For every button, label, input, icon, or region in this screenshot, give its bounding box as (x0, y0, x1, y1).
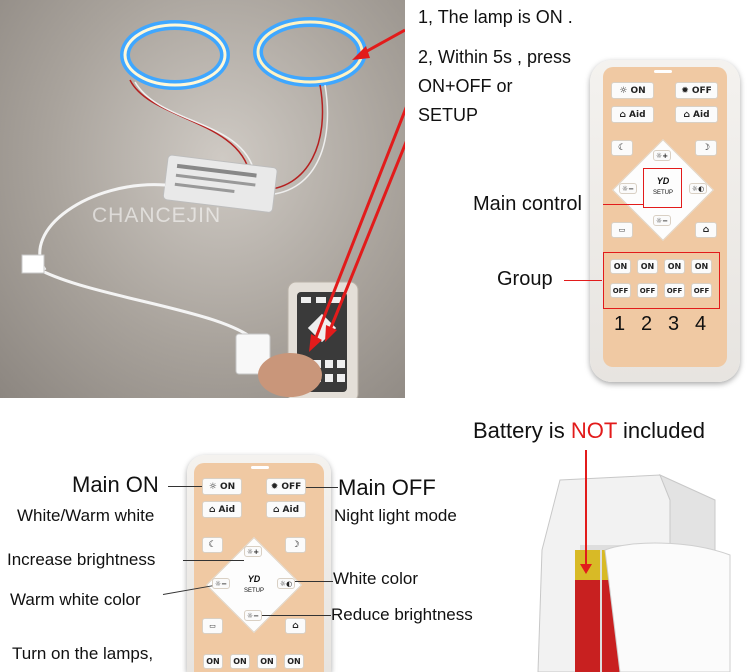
white-warm-button[interactable]: ☾ (611, 140, 633, 156)
top-aid-button-2[interactable]: ⌂ Aid (675, 106, 718, 123)
mode-button[interactable]: ▭ (611, 222, 633, 238)
increase-pointer (183, 560, 244, 561)
main-on-pointer (168, 486, 202, 487)
watermark: CHANCEJIN (92, 204, 222, 227)
aid-label: Aid (693, 109, 710, 120)
bottom-warm-white-button[interactable]: ☼− (212, 578, 230, 589)
bottom-white-color-button[interactable]: ☼◐ (277, 578, 295, 589)
white-color-label: White color (333, 569, 419, 588)
main-on-label: Main ON (72, 472, 159, 497)
bottom-group-4-on[interactable]: ON (284, 654, 304, 669)
setup-label: SETUP (652, 190, 673, 196)
group-number-3: 3 (668, 313, 680, 335)
turn-on-lamps-label: Turn on the lamps, (12, 644, 154, 663)
main-control-highlight (643, 168, 682, 208)
main-control-pointer (603, 204, 643, 205)
reduce-brightness-button[interactable]: ☼− (653, 215, 671, 226)
bottom-indicator-slot (251, 466, 269, 469)
white-color-button[interactable]: ☼◐ (689, 183, 707, 194)
scene-button[interactable]: ⌂ (695, 222, 717, 238)
bottom-group-2-on[interactable]: ON (230, 654, 250, 669)
aid-label: Aid (629, 109, 646, 120)
bottom-group-1-on[interactable]: ON (203, 654, 223, 669)
bottom-on-button[interactable]: ☼ ON (202, 478, 242, 495)
led-driver-box (162, 154, 278, 213)
main-off-pointer (306, 487, 338, 488)
indicator-slot (654, 70, 672, 73)
step-2-text-line2: ON+OFF or (418, 76, 513, 96)
night-light-button[interactable]: ☽ (695, 140, 717, 156)
step-2-text-line3: SETUP (418, 105, 479, 125)
group-4-on-button[interactable]: ON (691, 259, 712, 274)
yd-logo: YD (656, 176, 670, 186)
switch (235, 333, 271, 375)
step-1-text: 1, The lamp is ON . (418, 7, 573, 27)
group-highlight (603, 252, 720, 309)
aid-label: Aid (218, 504, 236, 515)
bottom-mode-button[interactable]: ▭ (202, 618, 223, 634)
group-2-on-button[interactable]: ON (637, 259, 658, 274)
bottom-off-button[interactable]: ✹ OFF (266, 478, 306, 495)
group-label: Group (497, 268, 553, 290)
increase-brightness-label: Increase brightness (7, 550, 156, 569)
bottom-aid-button-2[interactable]: ⌂ Aid (266, 501, 306, 518)
main-control-label: Main control (473, 193, 582, 215)
step-2-text-line1: 2, Within 5s , press (418, 47, 572, 67)
bottom-scene-button[interactable]: ⌂ (285, 618, 306, 634)
group-3-on-button[interactable]: ON (664, 259, 685, 274)
white-warm-label: White/Warm white (17, 506, 155, 525)
battery-suffix: included (616, 418, 705, 443)
bottom-white-warm-button[interactable]: ☾ (202, 537, 223, 553)
group-3-off-button[interactable]: OFF (664, 283, 685, 298)
bottom-group-3-on[interactable]: ON (257, 654, 277, 669)
bottom-increase-button[interactable]: ☼+ (244, 546, 262, 557)
group-number-1: 1 (614, 313, 626, 335)
group-4-off-button[interactable]: OFF (691, 283, 712, 298)
bottom-reduce-button[interactable]: ☼− (244, 610, 262, 621)
white-color-pointer (295, 581, 333, 582)
top-aid-button-1[interactable]: ⌂ Aid (611, 106, 654, 123)
top-on-button[interactable]: ☼ ON (611, 82, 654, 99)
reduce-pointer (262, 615, 331, 616)
photo-scene (21, 17, 405, 398)
hand (258, 353, 322, 397)
group-number-2: 2 (641, 313, 653, 335)
group-number-4: 4 (695, 313, 707, 335)
bottom-aid-button-1[interactable]: ⌂ Aid (202, 501, 242, 518)
group-pointer (564, 280, 602, 281)
bottom-setup-label: SETUP (243, 588, 264, 594)
aid-label: Aid (282, 504, 300, 515)
connector (21, 254, 45, 274)
warm-white-button[interactable]: ☼− (619, 183, 637, 194)
battery-prefix: Battery is (473, 418, 571, 443)
group-1-off-button[interactable]: OFF (610, 283, 631, 298)
night-light-label: Night light mode (334, 506, 457, 525)
product-photo: CHANCEJIN (0, 0, 405, 398)
top-off-button[interactable]: ✹ OFF (675, 82, 718, 99)
increase-brightness-button[interactable]: ☼+ (653, 150, 671, 161)
group-2-off-button[interactable]: OFF (637, 283, 658, 298)
warm-white-label: Warm white color (10, 590, 141, 609)
battery-notice: Battery is NOT included (473, 418, 705, 444)
battery-compartment (537, 450, 731, 672)
group-1-on-button[interactable]: ON (610, 259, 631, 274)
bottom-night-light-button[interactable]: ☽ (285, 537, 306, 553)
main-off-label: Main OFF (338, 475, 436, 500)
bottom-yd-logo: YD (247, 574, 261, 584)
battery-not: NOT (570, 418, 617, 443)
reduce-brightness-label: Reduce brightness (331, 605, 473, 624)
